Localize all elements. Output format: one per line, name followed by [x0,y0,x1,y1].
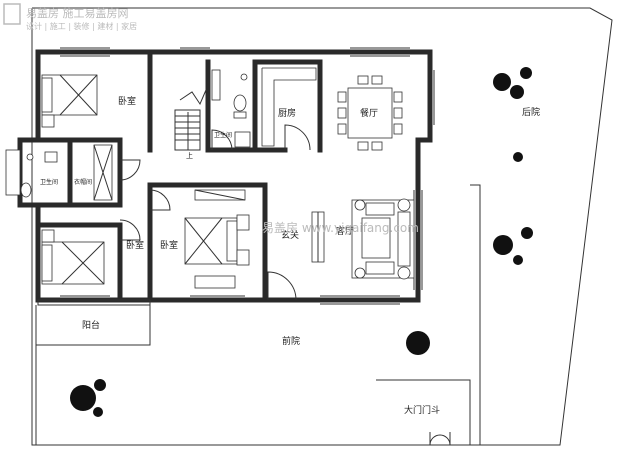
label-closet: 衣帽间 [74,178,92,186]
label-gate: 大门门斗 [404,404,440,416]
label-kitchen: 厨房 [278,107,296,119]
dining-table [337,75,403,151]
kitchen-counter [261,67,317,147]
doors [119,124,451,446]
bathroom-left-fixtures [5,149,58,198]
tree-icon [70,67,533,417]
watermark: 易盖房 施工易盖房网 设计 | 施工 | 装修 | 建材 | 家居 易盖房 ww… [3,3,419,235]
staircase [174,89,207,151]
living-sofa-set [351,198,415,280]
label-bedroom-middle: 卧室 [160,239,178,251]
label-back-yard: 后院 [522,106,540,118]
label-stair-up: 上 [186,151,193,160]
label-foyer: 玄关 [281,229,299,241]
label-dining: 餐厅 [360,107,378,119]
watermark-top-sub: 设计 | 施工 | 装修 | 建材 | 家居 [26,21,137,31]
closet-shelves [93,144,113,201]
label-bathroom-upper: 卫生间 [214,131,232,139]
label-front-yard: 前院 [282,335,300,347]
tv-cabinet [311,211,325,263]
label-bathroom-left: 卫生间 [40,178,58,186]
label-bedroom-top-left: 卧室 [118,95,136,107]
bed-top-left [41,74,98,128]
room-labels: 卧室 卧室 卧室 厨房 餐厅 客厅 玄关 卫生间 卫生间 衣帽间 阳台 上 前院… [40,95,540,416]
label-bedroom-bottom-left: 卧室 [126,239,144,251]
windows [60,47,435,305]
label-living: 客厅 [336,225,354,237]
balcony-railing [37,299,151,306]
site-boundary [31,7,613,446]
bathroom-upper-fixtures [211,69,251,148]
watermark-center: 易盖房 www.yigaifang.com [262,220,419,235]
bed-bottom-left [41,229,105,285]
label-balcony: 阳台 [82,319,100,331]
watermark-top-line: 易盖房 施工易盖房网 [26,6,129,20]
bed-middle [184,189,250,289]
